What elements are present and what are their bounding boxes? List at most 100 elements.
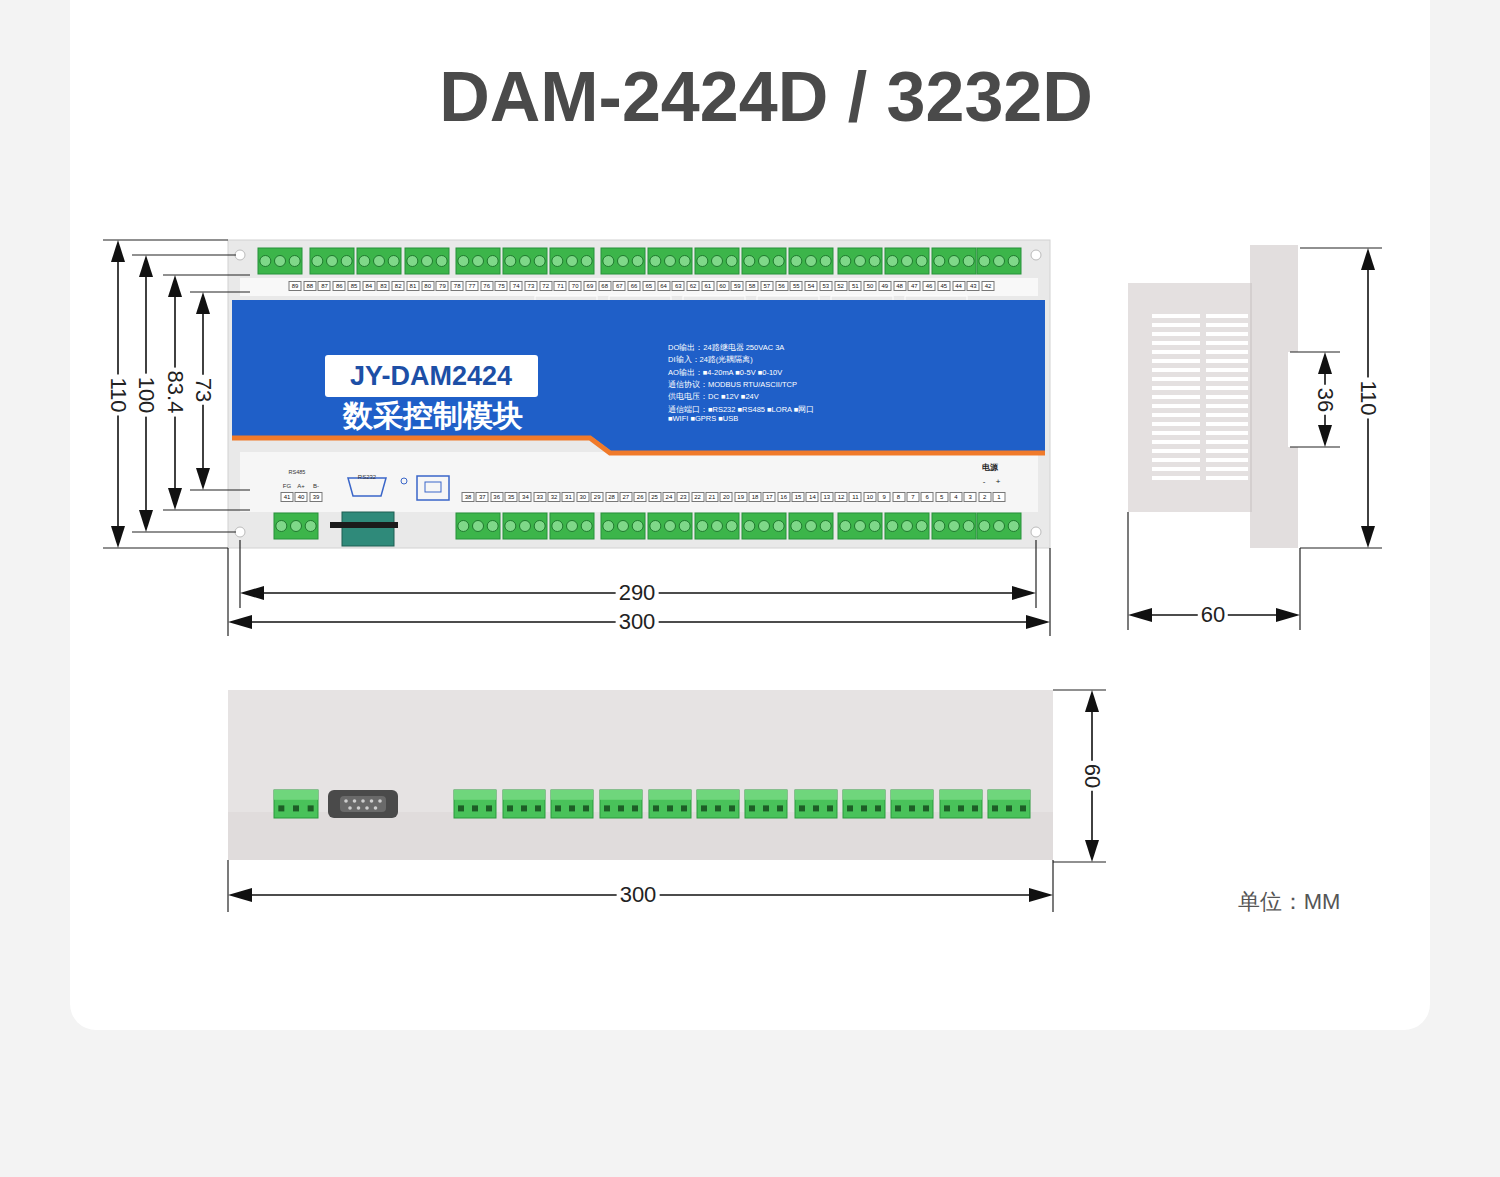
terminal-hole [653, 805, 659, 811]
pin-number: 32 [548, 492, 561, 502]
pin-number: 44 [952, 281, 965, 291]
arrow-head [1085, 690, 1099, 712]
terminal-screw [712, 256, 723, 267]
terminal-hole [583, 805, 589, 811]
arrow-head [1361, 526, 1375, 548]
vent-slot [1152, 404, 1200, 408]
pin-number: 36 [490, 492, 503, 502]
extension-line [1300, 547, 1382, 548]
terminal-block [988, 790, 1030, 818]
pin-number: 23 [677, 492, 690, 502]
vent-slot [1152, 341, 1200, 345]
terminal-hole [909, 805, 915, 811]
terminal-screw [603, 256, 614, 267]
lower-panel [240, 452, 1038, 512]
terminal-hole [604, 805, 610, 811]
arrow-head [1361, 248, 1375, 270]
arrow-head [111, 526, 125, 548]
pin-number: 64 [657, 281, 670, 291]
terminal-hole [667, 805, 673, 811]
pin-number: 14 [806, 492, 819, 502]
pin-number: 31 [562, 492, 575, 502]
pin-number: 50 [864, 281, 877, 291]
terminal-hole [944, 805, 950, 811]
terminal-screw [773, 256, 784, 267]
terminal-screw [650, 521, 661, 532]
pin-number: 48 [893, 281, 906, 291]
terminal-screw [665, 521, 676, 532]
vent-slot [1152, 458, 1200, 462]
rj45-port [425, 482, 441, 492]
terminal-screw [458, 256, 469, 267]
spec-line: 通信协议：MODBUS RTU/ASCII/TCP [668, 380, 828, 389]
terminal-screw [473, 521, 484, 532]
dimension: 36 [1313, 385, 1337, 415]
vent-slot [1152, 386, 1200, 390]
terminal-hole [972, 805, 978, 811]
vent-slot [1206, 413, 1248, 417]
pin-number: 78 [451, 281, 464, 291]
pin-number: 26 [634, 492, 647, 502]
terminal-screw [534, 521, 545, 532]
terminal-screw [520, 521, 531, 532]
terminal-top [551, 790, 593, 800]
terminal-block [456, 248, 500, 274]
arrow-head [1128, 608, 1152, 622]
arrow-head [111, 240, 125, 262]
blue-panel [232, 300, 1045, 452]
terminal-screw [632, 256, 643, 267]
terminal-hole [681, 805, 687, 811]
terminal-screw [963, 256, 974, 267]
db9-pin [374, 806, 378, 810]
arrow-head [1026, 615, 1050, 629]
pin-number: 28 [605, 492, 618, 502]
side-edge [1250, 283, 1252, 512]
terminal-screw [422, 256, 433, 267]
terminal-screw [374, 256, 385, 267]
terminal-screw [791, 256, 802, 267]
pin-number: 49 [878, 281, 891, 291]
arrow-head [139, 510, 153, 532]
vent-slot [1152, 395, 1200, 399]
arrow-head [168, 488, 182, 510]
db9-pin [357, 806, 361, 810]
terminal-screw [791, 521, 802, 532]
terminal-block [940, 790, 982, 818]
extension-line [190, 489, 250, 490]
extension-line [1290, 446, 1340, 447]
terminal-screw [963, 521, 974, 532]
pin-number: 10 [863, 492, 876, 502]
terminal-screw [436, 256, 447, 267]
pin-number: 5 [935, 492, 948, 502]
extension-line [163, 509, 250, 510]
pin-number: 68 [598, 281, 611, 291]
terminal-hole [923, 805, 929, 811]
terminal-screw [887, 521, 898, 532]
vent-slot [1152, 476, 1200, 480]
terminal-hole [308, 805, 314, 811]
terminal-screw [949, 256, 960, 267]
terminal-screw [726, 256, 737, 267]
terminal-hole [293, 805, 299, 811]
terminal-block [838, 513, 882, 539]
arrow-head [168, 275, 182, 297]
terminal-top [745, 790, 787, 800]
pin-number: 60 [716, 281, 729, 291]
terminal-block [932, 248, 976, 274]
terminal-block [843, 790, 885, 818]
vent-slot [1152, 323, 1200, 327]
terminal-screw [806, 521, 817, 532]
terminal-top [274, 790, 318, 800]
vent-slot [1206, 350, 1248, 354]
terminal-hole [507, 805, 513, 811]
terminal-screw [949, 521, 960, 532]
dimension: 300 [616, 610, 659, 634]
db9-connector [342, 512, 394, 546]
vent-slot [1206, 314, 1248, 318]
pin-number: 58 [746, 281, 759, 291]
terminal-screw [275, 256, 286, 267]
terminal-block [977, 248, 1021, 274]
extension-line [227, 860, 228, 912]
